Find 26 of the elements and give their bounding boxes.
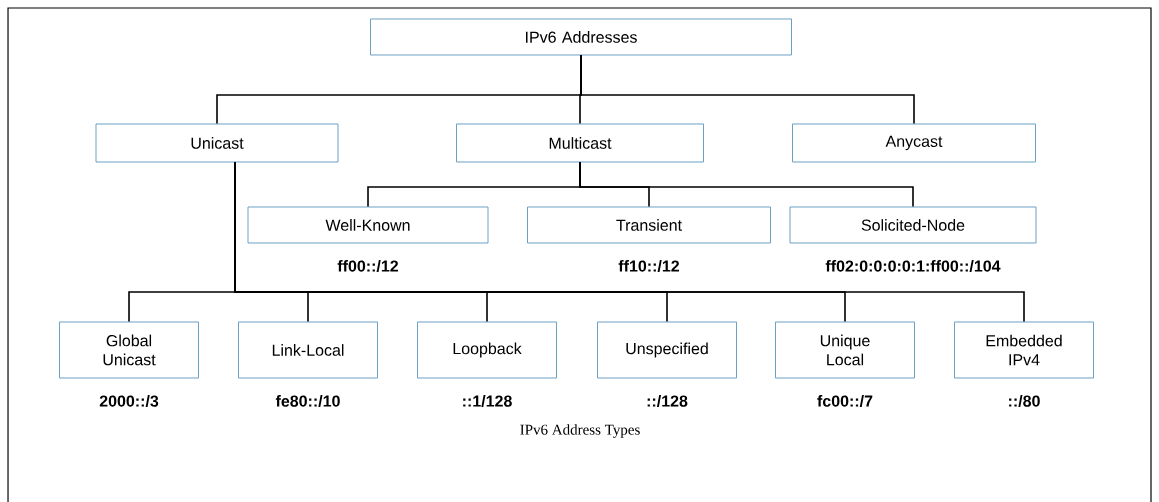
address-prefix: ff10::/12 (618, 260, 680, 272)
tree-box: Anycast (792, 123, 1036, 163)
tree-box: Global Unicast (59, 321, 199, 379)
tree-box: IPv6 Addresses (370, 18, 792, 56)
tree-box: Unique Local (775, 321, 915, 379)
connector-line (579, 161, 914, 208)
address-prefix: 2000::/3 (99, 395, 159, 407)
connector-line (580, 54, 915, 125)
tree-box: Multicast (456, 123, 704, 163)
address-prefix: ::1/128 (463, 395, 512, 407)
caption: IPv6 Address Types (520, 424, 640, 438)
address-prefix: ff02:0:0:0:0:1:ff00::/104 (825, 260, 1001, 272)
tree-box: Unicast (95, 123, 339, 163)
tree-box: Solicited-Node (789, 206, 1037, 244)
address-prefix: fe80::/10 (275, 395, 340, 407)
address-prefix: fc00::/7 (817, 395, 873, 407)
tree-box: Loopback (417, 321, 557, 379)
address-prefix: ff00::/12 (337, 260, 399, 272)
address-prefix: ::/80 (1009, 395, 1040, 407)
tree-box: Link-Local (238, 321, 378, 379)
tree-box: Embedded IPv4 (954, 321, 1094, 379)
connector-line (234, 161, 1025, 323)
tree-box: Unspecified (597, 321, 737, 379)
address-prefix: ::/128 (647, 395, 688, 407)
tree-box: Transient (527, 206, 771, 244)
tree-box: Well-Known (247, 206, 489, 244)
